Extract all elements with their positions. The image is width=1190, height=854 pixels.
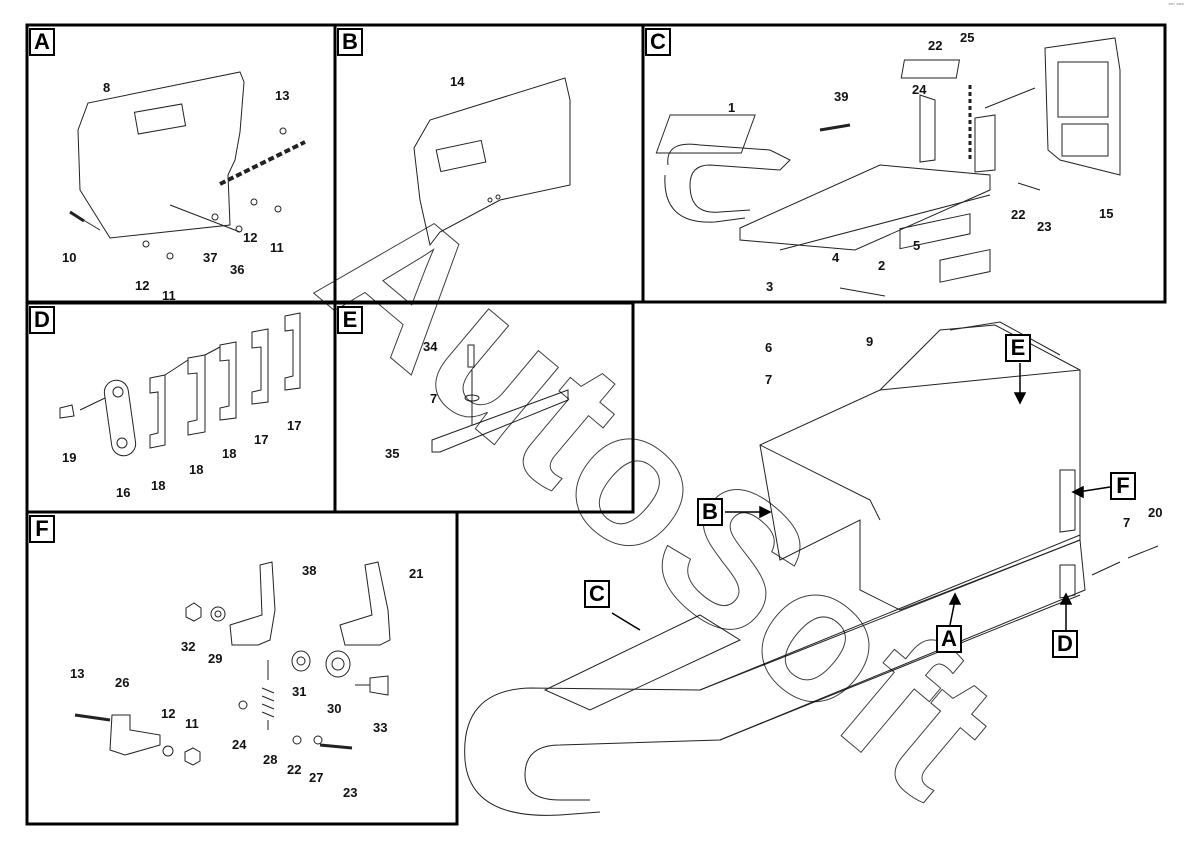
part-number: 11 <box>185 716 199 731</box>
part-number: 1 <box>728 100 736 115</box>
part-number: 29 <box>208 651 223 666</box>
part-number: 14 <box>450 74 465 89</box>
part-number: 37 <box>203 250 218 265</box>
panel-a-screw-axis <box>219 140 306 186</box>
panel-d-tag: D <box>29 306 55 334</box>
part-number: 15 <box>1099 206 1114 221</box>
part-number: 27 <box>309 770 324 785</box>
panel-d-screw <box>59 404 75 419</box>
panel-f-lever-21 <box>339 561 391 646</box>
callout-b: B <box>697 498 723 526</box>
part-number: 6 <box>765 340 773 355</box>
panel-e-tag: E <box>337 306 363 334</box>
main-housing <box>759 369 1081 611</box>
part-number: 35 <box>385 446 400 461</box>
main-carriage <box>543 614 742 711</box>
panel-b-cover <box>413 77 571 247</box>
panel-d-link <box>103 379 137 457</box>
panel-c-carriage <box>655 114 756 154</box>
corner-mark: ᵃᵐ ᵒᵒᵒ <box>1168 2 1184 9</box>
main-track-chain <box>464 539 1086 801</box>
part-number: 7 <box>765 372 773 387</box>
part-number: 23 <box>1037 219 1052 234</box>
panel-c-end-plate <box>1044 37 1121 176</box>
part-number: 26 <box>115 675 130 690</box>
callout-c: C <box>584 580 610 608</box>
panel-f-nut <box>185 602 202 622</box>
part-number: 22 <box>1011 207 1026 222</box>
part-number: 18 <box>222 446 237 461</box>
part-number: 11 <box>162 288 176 303</box>
part-number: 38 <box>302 563 317 578</box>
watermark-text: AutoSoft <box>284 159 1035 837</box>
part-number: 10 <box>62 250 77 265</box>
part-number: 12 <box>243 230 258 245</box>
part-number: 34 <box>423 339 438 354</box>
part-number: 20 <box>1148 505 1163 520</box>
callout-d: D <box>1052 630 1078 658</box>
panel-f-tag: F <box>29 515 55 543</box>
part-number: 39 <box>834 89 849 104</box>
part-number: 36 <box>230 262 245 277</box>
panel-a-window <box>133 103 187 135</box>
panel-f-lever-38 <box>229 561 276 646</box>
part-number: 33 <box>373 720 388 735</box>
part-number: 13 <box>275 88 290 103</box>
panel-c-track-chain <box>667 143 791 213</box>
part-number: 19 <box>62 450 77 465</box>
part-number: 12 <box>135 278 150 293</box>
part-number: 8 <box>103 80 111 95</box>
part-number: 22 <box>287 762 302 777</box>
part-number: 24 <box>232 737 247 752</box>
part-number: 11 <box>270 240 284 255</box>
part-number: 31 <box>292 684 307 699</box>
part-number: 17 <box>287 418 302 433</box>
panel-a-tag: A <box>29 28 55 56</box>
part-number: 28 <box>263 752 278 767</box>
part-number: 13 <box>70 666 85 681</box>
panel-f-bracket-26 <box>109 714 161 756</box>
callout-a: A <box>936 625 962 653</box>
part-number: 32 <box>181 639 196 654</box>
part-number: 24 <box>912 82 927 97</box>
panel-a-cover <box>77 71 245 239</box>
callout-e: E <box>1005 334 1031 362</box>
part-number: 18 <box>151 478 166 493</box>
part-number: 21 <box>409 566 424 581</box>
part-number: 16 <box>116 485 131 500</box>
part-number: 12 <box>161 706 176 721</box>
part-number: 30 <box>327 701 342 716</box>
part-number: 5 <box>913 238 921 253</box>
part-number: 23 <box>343 785 358 800</box>
panel-d-frame <box>25 301 337 514</box>
panel-c-frame-rail <box>739 164 991 251</box>
panel-e-frame <box>333 301 635 514</box>
part-number: 7 <box>1123 515 1131 530</box>
panel-c-frame <box>641 23 1167 304</box>
part-number: 25 <box>960 30 975 45</box>
part-number: 18 <box>189 462 204 477</box>
panel-c-tag: C <box>645 28 671 56</box>
panel-f-frame <box>25 510 459 826</box>
part-number: 9 <box>866 334 874 349</box>
part-number: 3 <box>766 279 774 294</box>
part-number: 2 <box>878 258 886 273</box>
part-number: 4 <box>832 250 840 265</box>
part-number: 22 <box>928 38 943 53</box>
part-number: 7 <box>430 391 438 406</box>
panel-e-strip <box>431 389 569 453</box>
callout-f: F <box>1110 472 1136 500</box>
panel-b-tag: B <box>337 28 363 56</box>
part-number: 17 <box>254 432 269 447</box>
